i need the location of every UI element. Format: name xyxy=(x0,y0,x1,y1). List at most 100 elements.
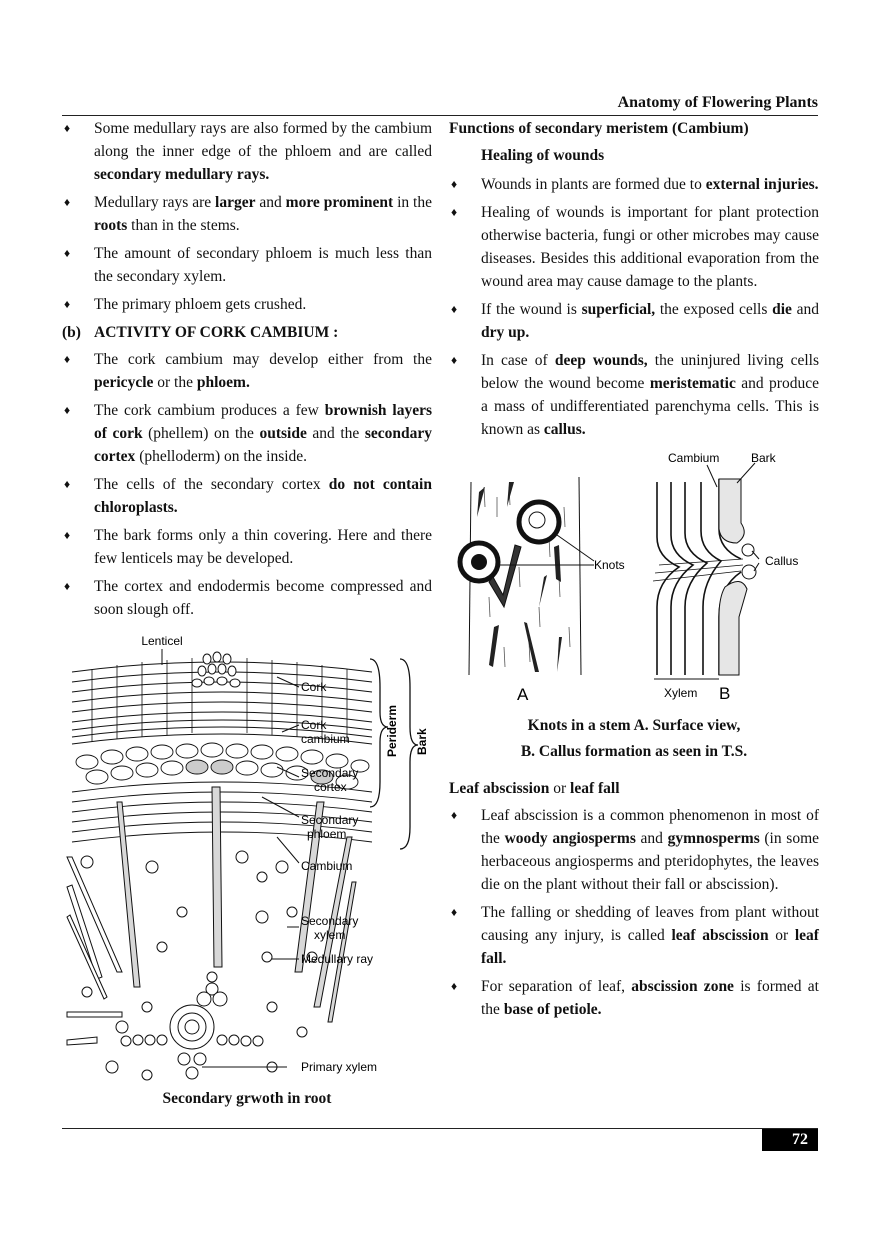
diamond-bullet-icon: ♦ xyxy=(64,352,71,366)
diamond-bullet-icon: ♦ xyxy=(451,353,458,367)
footer-rule xyxy=(62,1128,818,1129)
label-secondary-xylem-1: Secondary xyxy=(301,914,358,928)
text-run: (phellem) on the xyxy=(142,425,260,442)
label-cambium-b: Cambium xyxy=(668,451,719,465)
label-secondary-cortex-2: cortex xyxy=(314,780,347,794)
bullet-item: ♦ The primary phloem gets crushed. xyxy=(62,293,432,316)
diamond-bullet-icon: ♦ xyxy=(64,121,71,135)
text-run: (in some herbaceous angiosperms and pter… xyxy=(481,830,819,893)
label-secondary-phloem-1: Secondary xyxy=(301,813,358,827)
diamond-bullet-icon: ♦ xyxy=(64,528,71,542)
diamond-bullet-icon: ♦ xyxy=(64,579,71,593)
text-run: For separation of leaf, xyxy=(481,978,632,995)
text-run: If the wound is xyxy=(481,301,582,318)
text-run: and xyxy=(635,830,668,847)
text-run: The cortex and endodermis become compres… xyxy=(94,578,432,618)
bold-term: more prominent xyxy=(285,194,394,211)
section-b-title: ACTIVITY OF CORK CAMBIUM : xyxy=(94,324,339,341)
bold-term: dry up. xyxy=(481,324,530,341)
diamond-bullet-icon: ♦ xyxy=(451,905,458,919)
bold-term: roots xyxy=(94,217,128,234)
bold-term: secondary cortex xyxy=(94,425,432,465)
bullet-item: ♦The amount of secondary phloem is much … xyxy=(62,242,432,288)
label-secondary-xylem-2: xylem xyxy=(314,928,345,942)
bullet-item: ♦ The cortex and endodermis become compre… xyxy=(62,575,432,621)
bold-term: deep wounds, xyxy=(554,352,648,369)
text-run: The amount of secondary phloem is much l… xyxy=(94,245,432,285)
diamond-bullet-icon: ♦ xyxy=(64,477,71,491)
bullet-item: ♦ If the wound is superficial, the expose… xyxy=(449,298,819,344)
left-column: ♦ Some medullary rays are also formed by … xyxy=(62,117,432,1112)
text-run: The cork cambium produces a few xyxy=(94,402,325,419)
text-run: the exposed cells xyxy=(655,301,773,318)
bullet-item: ♦Leaf abscission is a common phenomenon … xyxy=(449,804,819,896)
text-run: Leaf abscission is a common phenomenon i… xyxy=(481,807,819,847)
label-cambium: Cambium xyxy=(301,859,352,873)
header-rule xyxy=(62,115,818,116)
figure-knots-callus: Knots A Cambium Bark Callus Xylem B Knot… xyxy=(449,447,819,765)
bullet-item: ♦ Some medullary rays are also formed by … xyxy=(62,117,432,186)
text-run: (phelloderm) on the inside. xyxy=(135,448,308,465)
diamond-bullet-icon: ♦ xyxy=(451,302,458,316)
figure-caption-secondary-growth: Secondary grwoth in root xyxy=(162,1090,332,1107)
bullet-item: ♦Wounds in plants are formed due to exte… xyxy=(449,173,819,196)
text-run: Some medullary rays are also formed by t… xyxy=(94,120,432,160)
bullet-item: ♦The cork cambium may develop either fro… xyxy=(62,348,432,394)
text-run: or xyxy=(768,927,795,944)
bold-term: outside xyxy=(259,425,307,442)
bullet-list-wounds: ♦Wounds in plants are formed due to exte… xyxy=(449,173,819,441)
text-run: is formed at the xyxy=(481,978,819,1018)
diamond-bullet-icon: ♦ xyxy=(64,297,71,311)
bold-term: larger xyxy=(215,194,256,211)
label-lenticel: Lenticel xyxy=(141,634,182,648)
secondary-growth-root-diagram: Lenticel Cork Cork cambium Secondary cor… xyxy=(66,634,429,1081)
label-cork: Cork xyxy=(301,680,327,694)
section-b-heading: (b) ACTIVITY OF CORK CAMBIUM : xyxy=(62,321,432,344)
page-number: 72 xyxy=(762,1129,818,1151)
text-run: The bark forms only a thin covering. Her… xyxy=(94,527,432,567)
section-b-label: (b) xyxy=(62,324,81,341)
bold-term: gymnosperms xyxy=(667,830,760,847)
label-bark-b: Bark xyxy=(751,451,777,465)
diamond-bullet-icon: ♦ xyxy=(451,205,458,219)
text-run: The falling or shedding of leaves from p… xyxy=(481,904,819,944)
diamond-bullet-icon: ♦ xyxy=(64,403,71,417)
bullet-list-leaf-abscission: ♦ Leaf abscission is a common phenomenon … xyxy=(449,804,819,1021)
figure-caption-knots-2: B. Callus formation as seen in T.S. xyxy=(520,743,748,760)
label-periderm: Periderm xyxy=(385,705,399,757)
bullet-item: ♦Medullary rays are larger and more prom… xyxy=(62,191,432,237)
bold-term: meristematic xyxy=(649,375,736,392)
bold-term: leaf fall xyxy=(570,780,620,797)
label-xylem: Xylem xyxy=(664,686,697,700)
bold-term: base of petiole. xyxy=(503,1001,602,1018)
bold-term: Leaf abscission xyxy=(449,780,550,797)
text-run: and xyxy=(791,301,819,318)
bold-term: external injuries. xyxy=(705,176,819,193)
bullet-item: ♦In case of deep wounds, the uninjured l… xyxy=(449,349,819,441)
text-run: The primary phloem gets crushed. xyxy=(94,296,307,313)
diamond-bullet-icon: ♦ xyxy=(451,979,458,993)
figure-secondary-growth-root: Lenticel Cork Cork cambium Secondary cor… xyxy=(62,627,432,1112)
text-run: and the xyxy=(306,425,365,442)
diamond-bullet-icon: ♦ xyxy=(64,195,71,209)
text-run: than in the stems. xyxy=(127,217,240,234)
bullet-list-cork-cambium: ♦The cork cambium may develop either fro… xyxy=(62,348,432,621)
bold-term: leaf fall. xyxy=(481,927,819,967)
diamond-bullet-icon: ♦ xyxy=(451,177,458,191)
bullet-item: ♦ The bark forms only a thin covering. He… xyxy=(62,524,432,570)
bold-term: superficial, xyxy=(581,301,656,318)
bullet-item: ♦ The falling or shedding of leaves from … xyxy=(449,901,819,970)
label-bark: Bark xyxy=(415,728,429,755)
bold-term: secondary medullary rays. xyxy=(94,166,270,183)
label-a: A xyxy=(517,685,529,704)
label-secondary-cortex-1: Secondary xyxy=(301,766,358,780)
healing-subheading: Healing of wounds xyxy=(481,147,605,164)
label-callus: Callus xyxy=(765,554,798,568)
text-run: The cells of the secondary cortex xyxy=(94,476,329,493)
bold-term: abscission zone xyxy=(631,978,734,995)
bullet-item: ♦Healing of wounds is important for plan… xyxy=(449,201,819,293)
bullet-item: ♦The cells of the secondary cortex do no… xyxy=(62,473,432,519)
bullet-list-medullary: ♦ Some medullary rays are also formed by … xyxy=(62,117,432,316)
figure-caption-knots-1: Knots in a stem A. Surface view, xyxy=(527,717,741,734)
text-run: and xyxy=(255,194,286,211)
